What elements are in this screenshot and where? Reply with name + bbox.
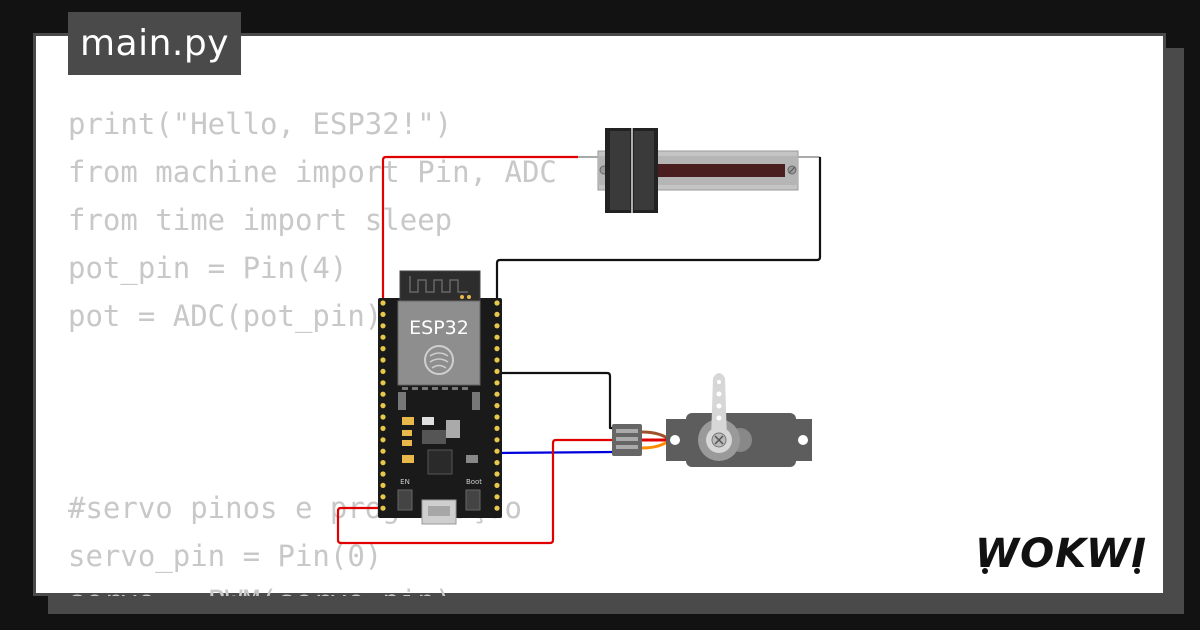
board-pin[interactable]: [380, 300, 386, 306]
board-pin[interactable]: [380, 505, 386, 511]
board-pin[interactable]: [380, 357, 386, 363]
code-line: from time import sleep: [68, 203, 453, 237]
board-pin[interactable]: [380, 380, 386, 386]
board-pin[interactable]: [494, 334, 500, 340]
board-pin[interactable]: [380, 346, 386, 352]
board-pin[interactable]: [380, 482, 386, 488]
en-label: EN: [400, 478, 410, 486]
wire-black-pot: [495, 157, 822, 303]
board-pin[interactable]: [494, 323, 500, 329]
board-pin[interactable]: [494, 357, 500, 363]
board-pin[interactable]: [494, 505, 500, 511]
board-pin[interactable]: [380, 368, 386, 374]
board-pin[interactable]: [494, 346, 500, 352]
board-pin[interactable]: [494, 300, 500, 306]
code-line: servo_pin = Pin(0): [68, 539, 383, 573]
board-pin[interactable]: [494, 494, 500, 500]
board-pin[interactable]: [380, 471, 386, 477]
board-pin[interactable]: [494, 403, 500, 409]
wire-black-servo: [497, 371, 615, 430]
board-pin[interactable]: [380, 494, 386, 500]
wokwi-logo-icon: WOKWI: [975, 525, 1155, 584]
board-label: ESP32: [409, 317, 469, 339]
board-pin[interactable]: [380, 323, 386, 329]
boot-label: Boot: [466, 478, 482, 486]
board-pin[interactable]: [494, 311, 500, 317]
wires: [336, 155, 822, 545]
board-pin[interactable]: [494, 368, 500, 374]
board-pin[interactable]: [380, 391, 386, 397]
file-tab[interactable]: main.py: [68, 12, 241, 75]
wire-red-pot: [381, 155, 578, 303]
pin-header-right: [494, 300, 500, 511]
board-pin[interactable]: [380, 334, 386, 340]
code-line: pot = ADC(pot_pin): [68, 299, 383, 333]
board-pin[interactable]: [380, 403, 386, 409]
board-pin[interactable]: [494, 482, 500, 488]
board-pin[interactable]: [380, 437, 386, 443]
code-line: servo = PWM(servo_pin): [68, 583, 452, 596]
servo-motor-icon[interactable]: [612, 373, 812, 467]
preview-card: [33, 33, 1166, 596]
board-pin[interactable]: [380, 425, 386, 431]
code-line: print("Hello, ESP32!"): [68, 107, 453, 141]
board-pin[interactable]: [494, 414, 500, 420]
board-pin[interactable]: [494, 391, 500, 397]
board-pin[interactable]: [494, 448, 500, 454]
esp32-devkit-icon[interactable]: ESP32 EN Boot: [378, 270, 502, 525]
slide-potentiometer-icon[interactable]: [578, 128, 820, 213]
board-pin[interactable]: [494, 460, 500, 466]
board-pin[interactable]: [380, 448, 386, 454]
code-editor: print("Hello, ESP32!") from machine impo…: [68, 0, 1168, 596]
pin-header-left: [380, 300, 386, 511]
board-pin[interactable]: [494, 437, 500, 443]
board-pin[interactable]: [494, 380, 500, 386]
board-pin[interactable]: [380, 311, 386, 317]
wire-red-servo: [336, 438, 615, 545]
board-pin[interactable]: [494, 425, 500, 431]
board-pin[interactable]: [494, 471, 500, 477]
code-line: pot_pin = Pin(4): [68, 251, 348, 285]
board-pin[interactable]: [380, 460, 386, 466]
logo-text: WOKWI: [975, 531, 1147, 577]
wire-blue-servo: [496, 450, 616, 455]
board-pin[interactable]: [380, 414, 386, 420]
